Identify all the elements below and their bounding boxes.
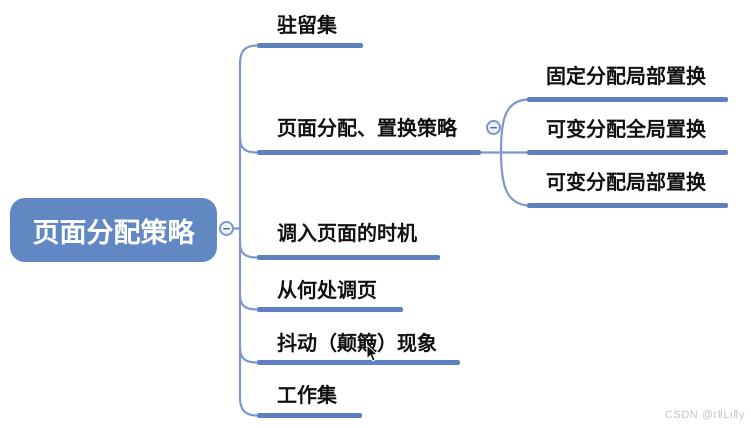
underline-subtopic-2 xyxy=(527,150,728,155)
underline-branch-3 xyxy=(257,255,440,260)
collapse-button-root[interactable]: − xyxy=(219,221,234,236)
topic-variable-allocation-local-replacement[interactable]: 可变分配局部置换 xyxy=(546,172,706,194)
topic-allocation-replacement-policy[interactable]: 页面分配、置换策略 xyxy=(277,118,457,140)
minus-icon: − xyxy=(222,220,231,236)
minus-icon: − xyxy=(489,119,498,135)
topic-page-in-timing[interactable]: 调入页面的时机 xyxy=(277,223,417,245)
topic-fixed-allocation-local-replacement[interactable]: 固定分配局部置换 xyxy=(546,66,706,88)
underline-branch-2 xyxy=(257,150,481,155)
underline-branch-4 xyxy=(257,307,403,312)
underline-branch-1 xyxy=(257,43,363,48)
branch-hook-2 xyxy=(238,137,258,154)
topic-thrashing-phenomenon[interactable]: 抖动（颠簸）现象 xyxy=(277,333,437,355)
branch-hook-5 xyxy=(238,347,258,364)
underline-branch-6 xyxy=(257,413,362,418)
branch-hook-4 xyxy=(238,294,258,311)
underline-branch-5 xyxy=(257,360,460,365)
mouse-cursor-icon xyxy=(366,344,379,362)
collapse-button-branch-2[interactable]: − xyxy=(486,120,501,135)
underline-subtopic-1 xyxy=(527,97,728,102)
root-topic-label: 页面分配策略 xyxy=(32,217,195,248)
csdn-watermark: CSDN @rⅡLιⅡy xyxy=(665,409,745,421)
root-topic[interactable]: 页面分配策略 xyxy=(10,198,217,262)
underline-subtopic-3 xyxy=(527,203,728,208)
branch-hook-3 xyxy=(238,242,258,259)
subtopic-brace-curve xyxy=(499,98,528,207)
topic-variable-allocation-global-replacement[interactable]: 可变分配全局置换 xyxy=(546,119,706,141)
main-trunk-line xyxy=(238,44,258,417)
topic-resident-set[interactable]: 驻留集 xyxy=(277,15,337,37)
topic-working-set[interactable]: 工作集 xyxy=(277,385,337,407)
topic-where-to-page-from[interactable]: 从何处调页 xyxy=(277,280,377,302)
